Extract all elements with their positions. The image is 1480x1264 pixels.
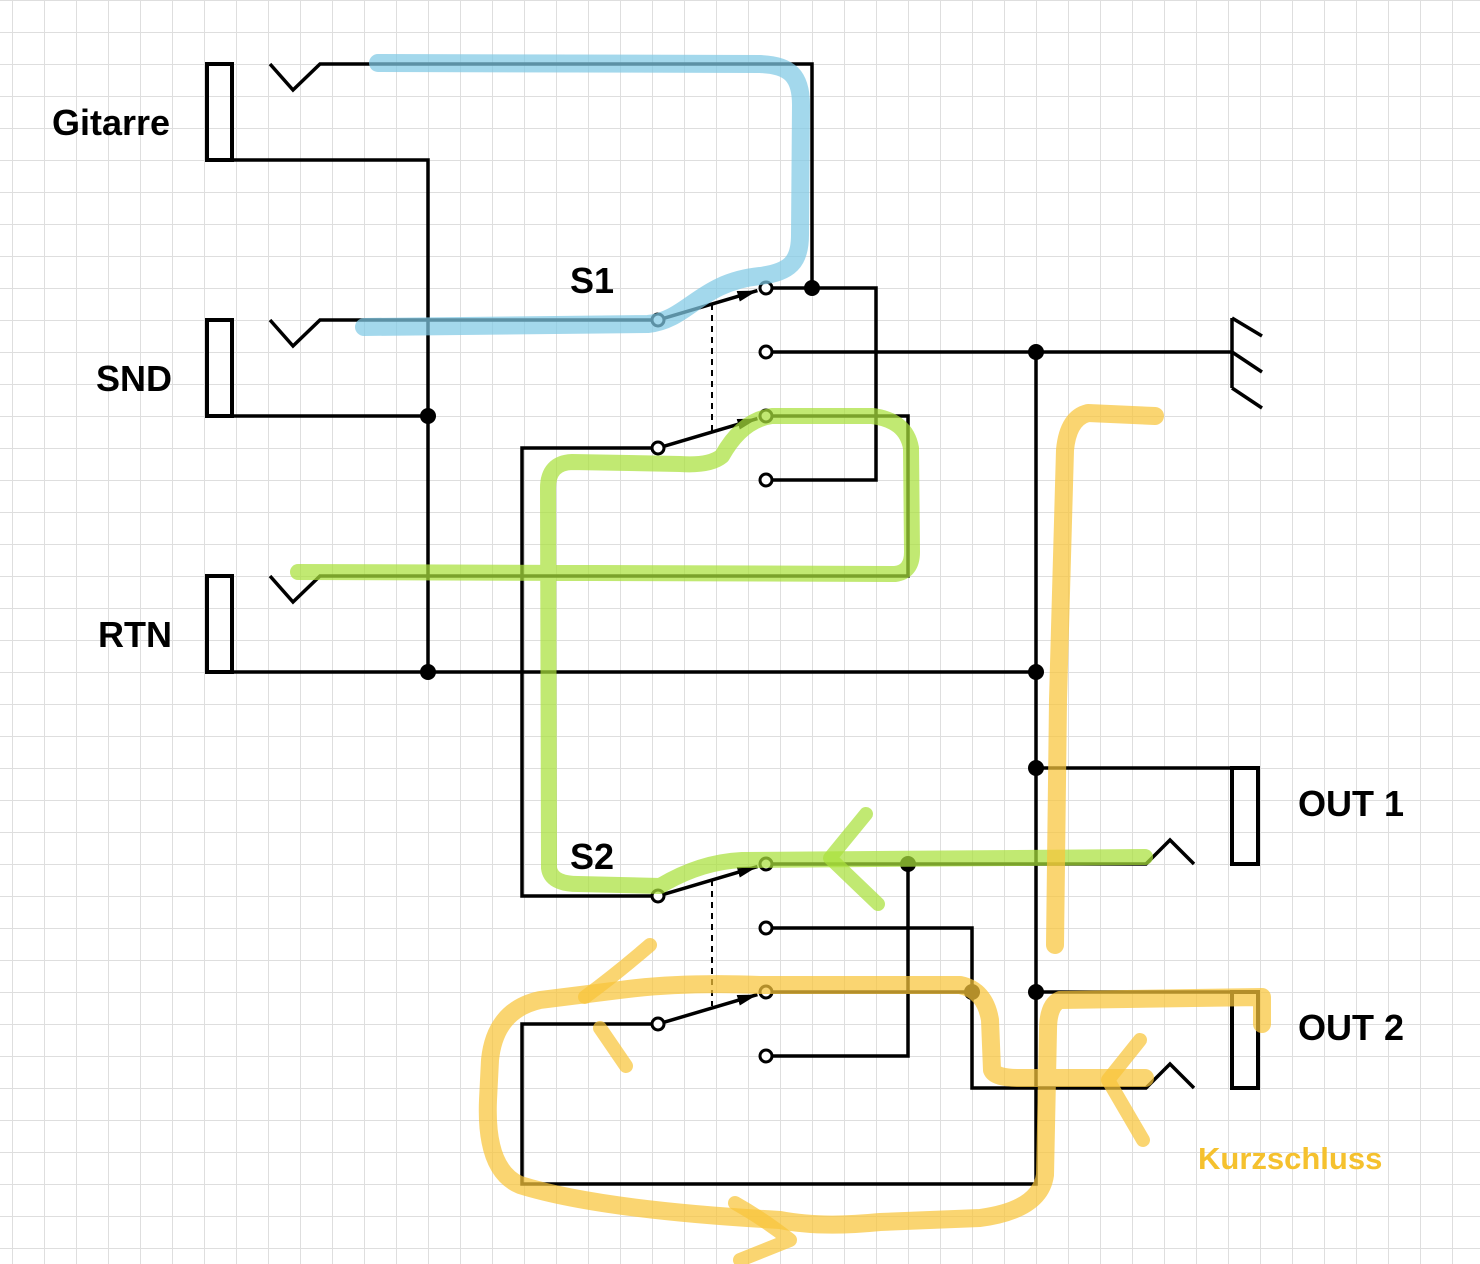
s1-contact-2b: [758, 472, 774, 488]
junction-dot: [1028, 984, 1044, 1000]
junction-dot: [420, 664, 436, 680]
junction-dot: [1028, 344, 1044, 360]
guitar-tip-wire: [268, 62, 814, 288]
out1-jack-body: [1230, 766, 1260, 866]
highlight-yellow-arrow-left: [578, 938, 657, 1004]
s2-lever-2: [663, 992, 758, 1024]
highlight-yellow-loop: [478, 975, 1271, 1234]
s2-upper-loop-wire: [766, 864, 910, 1058]
label-s1: S1: [570, 260, 614, 301]
label-snd: SND: [96, 358, 172, 399]
highlight-green-arrow: [823, 807, 885, 911]
out2-tip-wire: [766, 926, 1196, 1090]
s1-contact-1b: [758, 344, 774, 360]
s2-contact-1b: [758, 920, 774, 936]
label-out1: OUT 1: [1298, 783, 1404, 824]
junction-dot: [1028, 760, 1044, 776]
wiring: [205, 62, 1263, 1186]
label-rtn: RTN: [98, 614, 172, 655]
highlight-yellow-vertical: [1046, 404, 1164, 954]
s1-upper-loop-wire: [766, 286, 878, 482]
label-short-circuit: Kurzschluss: [1198, 1141, 1382, 1176]
label-s2: S2: [570, 836, 614, 877]
guitar-jack-body: [205, 62, 234, 162]
rtn-jack-body: [205, 574, 234, 674]
label-out2: OUT 2: [1298, 1007, 1404, 1048]
highlight-green-route: [290, 408, 1153, 894]
highlight-green-path: [290, 408, 1153, 911]
junction-dot: [420, 408, 436, 424]
highlight-blue-path: [355, 54, 810, 336]
junction-dots: [420, 280, 1044, 1000]
junction-dot: [804, 280, 820, 296]
highlight-yellow-arrow-right: [1101, 1033, 1150, 1147]
highlight-yellow-arrow-left-tail: [593, 1021, 633, 1073]
s2-lever-1: [663, 864, 758, 896]
chassis-ground-icon: [1230, 316, 1263, 410]
highlight-yellow-path: [478, 404, 1271, 1264]
highlight-yellow-arrow-bottom: [728, 1196, 797, 1264]
junction-dot: [1028, 664, 1044, 680]
snd-jack-body: [205, 318, 234, 418]
ground-bus-wire: [520, 352, 1038, 1186]
guitar-sleeve-wire: [232, 158, 430, 672]
s1-common-2: [650, 440, 666, 456]
s1-to-s2-wire: [520, 446, 658, 898]
label-guitar: Gitarre: [52, 102, 170, 143]
s2-common-2: [650, 1016, 666, 1032]
s2-contact-2b: [758, 1048, 774, 1064]
